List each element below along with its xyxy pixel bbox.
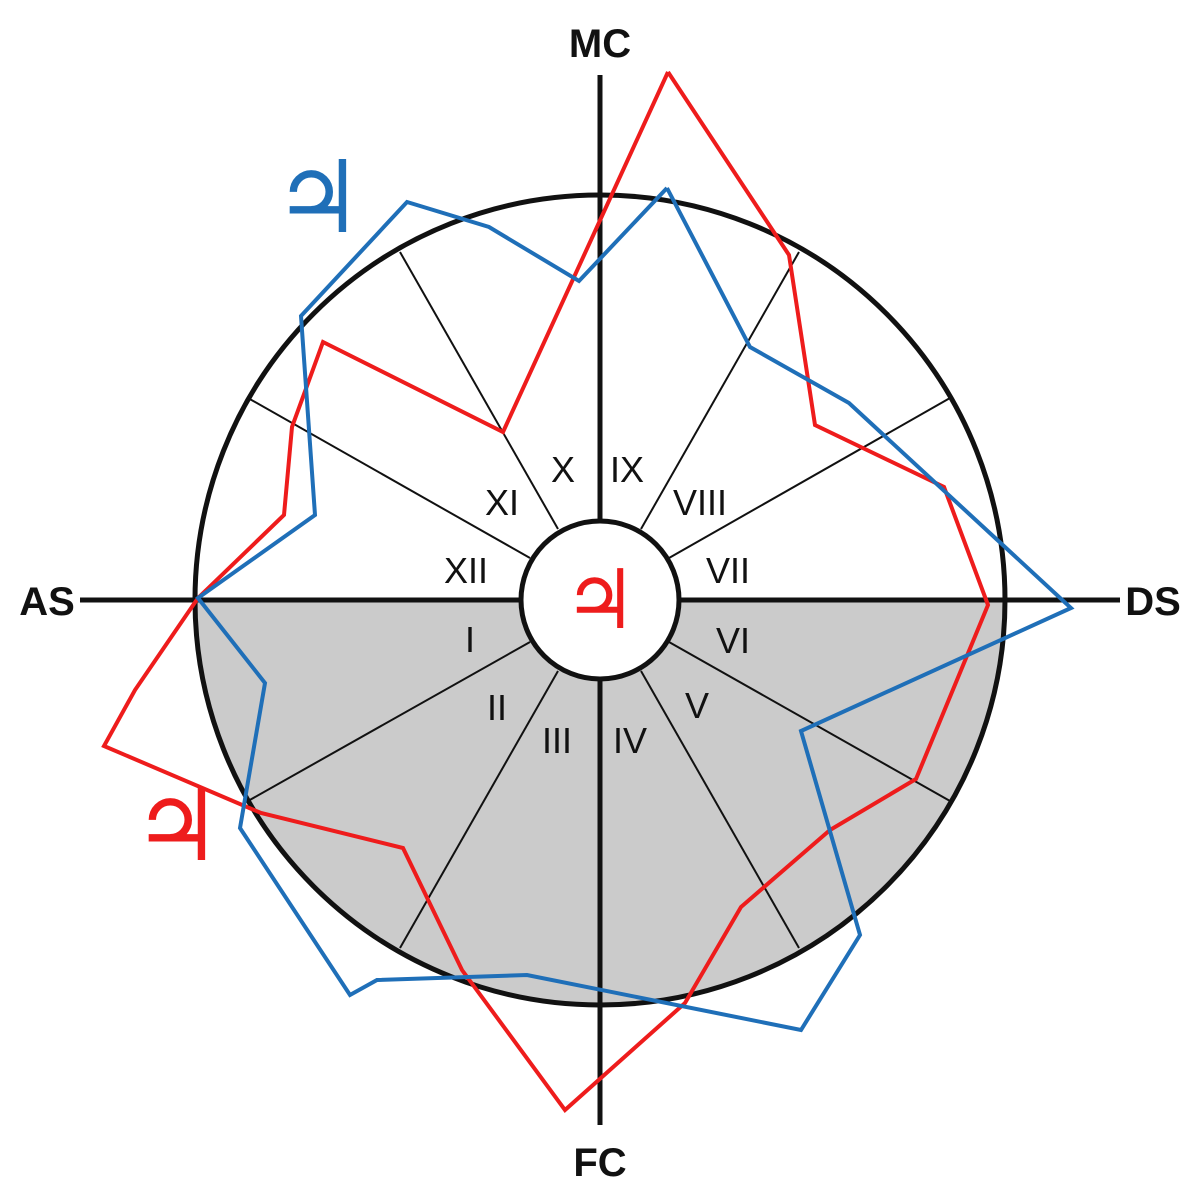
center-circle xyxy=(518,518,682,682)
house-label: III xyxy=(542,720,572,761)
axis-label-fc: FC xyxy=(573,1141,626,1185)
house-label: II xyxy=(487,687,507,728)
house-label: X xyxy=(551,449,575,490)
main-axes xyxy=(80,75,1120,1125)
house-label: I xyxy=(465,619,475,660)
red-series-line xyxy=(101,70,991,1113)
house-label: VI xyxy=(716,620,750,661)
house-cusps xyxy=(247,251,951,949)
jupiter-blue-icon: ♃ xyxy=(273,139,363,256)
axis-label-ds: DS xyxy=(1125,580,1181,624)
house-label: IX xyxy=(610,449,644,490)
house-label: XII xyxy=(444,550,488,591)
axis-label-mc: MC xyxy=(569,22,631,66)
blue-series-line xyxy=(195,186,1075,1033)
house-numerals: I II III IV V VI VII VIII IX X XI XII xyxy=(444,449,750,761)
jupiter-red-icon: ♃ xyxy=(132,767,222,884)
house-label: XI xyxy=(485,482,519,523)
house-label: V xyxy=(685,685,709,726)
house-label: VII xyxy=(706,550,750,591)
house-label: IV xyxy=(613,720,647,761)
jupiter-center-icon: ♃ xyxy=(563,553,637,648)
house-label: VIII xyxy=(673,482,727,523)
axis-label-as: AS xyxy=(19,580,75,624)
